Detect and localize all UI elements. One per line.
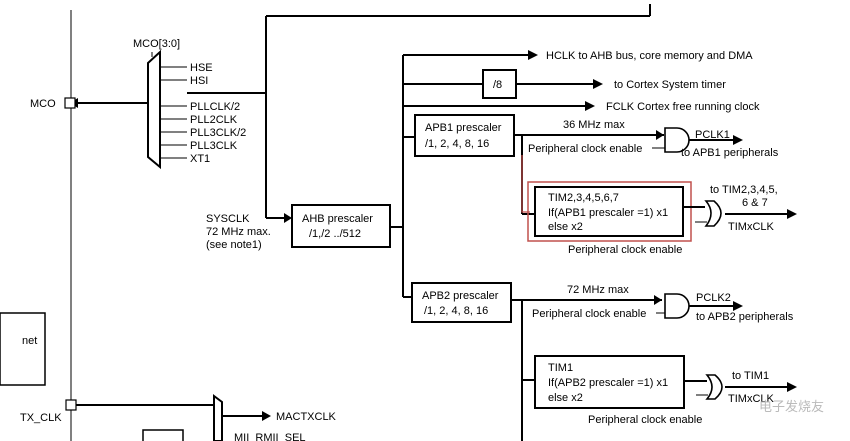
apb1-tim-or-gate [704, 200, 722, 227]
apb2-gate-arrowhead [654, 295, 662, 305]
apb2-and-gate [664, 293, 690, 319]
ahb-prescaler-box [291, 204, 391, 248]
fclk-arrowhead [585, 101, 595, 111]
mco-input-label: HSI [190, 75, 208, 87]
apb2-label: APB2 prescaler [422, 290, 499, 302]
apb2-timxclk-label: TIMxCLK [728, 393, 775, 405]
pclk1-label: PCLK1 [695, 129, 730, 141]
apb2-enable-label: Peripheral clock enable [532, 308, 646, 320]
apb2-dest-label: to APB2 peripherals [696, 311, 794, 323]
mii-rmii-label: MII_RMII_SEL [234, 432, 306, 441]
mactxclk-arrowhead [262, 411, 271, 421]
apb2-tim-dest: to TIM1 [732, 370, 769, 382]
apb2-tim-line1: TIM1 [548, 362, 573, 374]
apb1-divisors: /1, 2, 4, 8, 16 [425, 138, 489, 150]
apb1-timxclk-label: TIMxCLK [728, 221, 775, 233]
hclk-arrowhead [528, 50, 538, 60]
apb1-tim-dest2: 6 & 7 [742, 197, 768, 209]
apb2-tim-line2: If(APB2 prescaler =1) x1 [548, 377, 668, 389]
apb2-max: 72 MHz max [567, 284, 629, 296]
sysclk-note: (see note1) [206, 239, 262, 251]
pclk2-arrowhead [733, 301, 743, 311]
mco-input-label: PLLCLK/2 [190, 101, 240, 113]
sysclk-label: SYSCLK [206, 213, 250, 225]
fclk-label: FCLK Cortex free running clock [606, 101, 760, 113]
apb1-max: 36 MHz max [563, 119, 625, 131]
apb1-tim-box [534, 186, 684, 237]
apb1-tim-red-wire [521, 155, 530, 213]
apb1-prescaler-box [414, 114, 515, 157]
mco-input-label: PLL3CLK [190, 140, 238, 152]
apb2-tim-or-gate [705, 374, 723, 400]
div8-label: /8 [493, 79, 502, 91]
apb1-tim-enable-label: Peripheral clock enable [568, 244, 682, 256]
watermark-text: 电子发烧友 [759, 399, 824, 414]
tx-clk-pin [65, 399, 77, 411]
pclk2-label: PCLK2 [696, 292, 731, 304]
timxclk2-arrowhead [787, 382, 797, 392]
apb1-tim-dest1: to TIM2,3,4,5, [710, 184, 778, 196]
apb1-dest-label: to APB1 peripherals [681, 147, 779, 159]
apb2-divisors: /1, 2, 4, 8, 16 [424, 305, 488, 317]
mco-mux-shape [147, 49, 161, 170]
mactxclk-label: MACTXCLK [276, 411, 337, 423]
tx-clk-label: TX_CLK [20, 412, 62, 424]
sysclk-arrowhead [284, 213, 292, 223]
ahb-divisors: /1,/2 ../512 [309, 228, 361, 240]
apb1-tim-line3: else x2 [548, 221, 583, 233]
apb2-tim-line3: else x2 [548, 392, 583, 404]
partial-box-label: net [22, 335, 37, 347]
hclk-label: HCLK to AHB bus, core memory and DMA [546, 50, 753, 62]
mco-pin [64, 97, 76, 109]
mactx-mux [213, 394, 223, 441]
apb2-tim-box [534, 355, 685, 409]
mco-input-label: PLL3CLK/2 [190, 127, 246, 139]
mco-input-label: PLL2CLK [190, 114, 238, 126]
apb1-tim-line2: If(APB1 prescaler =1) x1 [548, 207, 668, 219]
mco-title: MCO[3:0] [133, 38, 180, 50]
apb1-tim-line1: TIM2,3,4,5,6,7 [548, 192, 619, 204]
cortex-timer-label: to Cortex System timer [614, 79, 726, 91]
partial-bottom-box [142, 429, 184, 441]
partial-left-box [0, 312, 46, 386]
mco-input-label: XT1 [190, 153, 210, 165]
apb1-and-gate [664, 127, 690, 153]
apb2-prescaler-box [411, 282, 512, 323]
pclk1-arrowhead [733, 135, 743, 145]
timxclk1-arrowhead [787, 209, 797, 219]
apb2-tim-enable-label: Peripheral clock enable [588, 414, 702, 426]
apb1-gate-arrowhead [656, 130, 664, 140]
sysclk-max: 72 MHz max. [206, 226, 271, 238]
mco-pin-label: MCO [30, 98, 56, 110]
mco-input-label: HSE [190, 62, 213, 74]
div8-box [482, 69, 517, 99]
ahb-label: AHB prescaler [302, 213, 373, 225]
cortex-timer-arrowhead [593, 79, 603, 89]
apb1-enable-label: Peripheral clock enable [528, 143, 642, 155]
apb1-label: APB1 prescaler [425, 122, 502, 134]
